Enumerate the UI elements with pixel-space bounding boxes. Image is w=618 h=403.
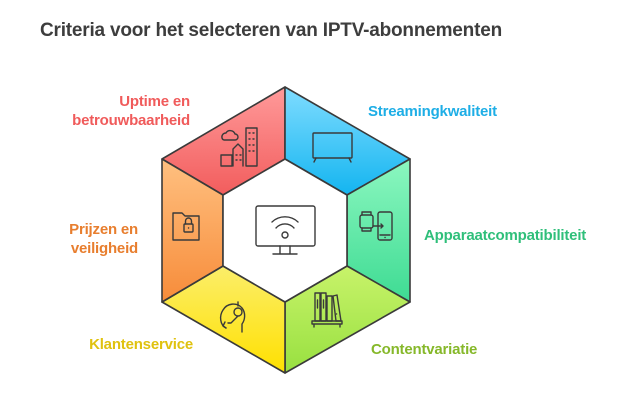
watch-phone-icon (359, 211, 393, 241)
cloud-buildings-icon (220, 127, 258, 167)
label-prijzen-line2: veiligheid (70, 240, 138, 257)
label-uptime-line2: betrouwbaarheid (72, 112, 190, 129)
label-klanten: Klantenservice (89, 336, 193, 353)
label-content: Contentvariatie (371, 341, 478, 358)
locked-folder-icon (172, 212, 200, 241)
label-prijzen-line1: Prijzen en (69, 221, 138, 238)
label-uptime: Uptime en betrouwbaarheid (40, 92, 190, 130)
label-apparaat: Apparaatcompatibiliteit (424, 227, 587, 244)
label-uptime-line1: Uptime en (119, 93, 190, 110)
tv-icon (312, 132, 353, 163)
headset-agent-icon (219, 301, 246, 333)
label-streaming: Streamingkwaliteit (368, 103, 497, 120)
center-hexagon (222, 158, 348, 303)
page-title: Criteria voor het selecteren van IPTV-ab… (40, 20, 502, 41)
books-shelf-icon (311, 292, 343, 328)
monitor-wifi-icon (255, 205, 316, 255)
label-prijzen: Prijzen en veiligheid (40, 220, 138, 258)
